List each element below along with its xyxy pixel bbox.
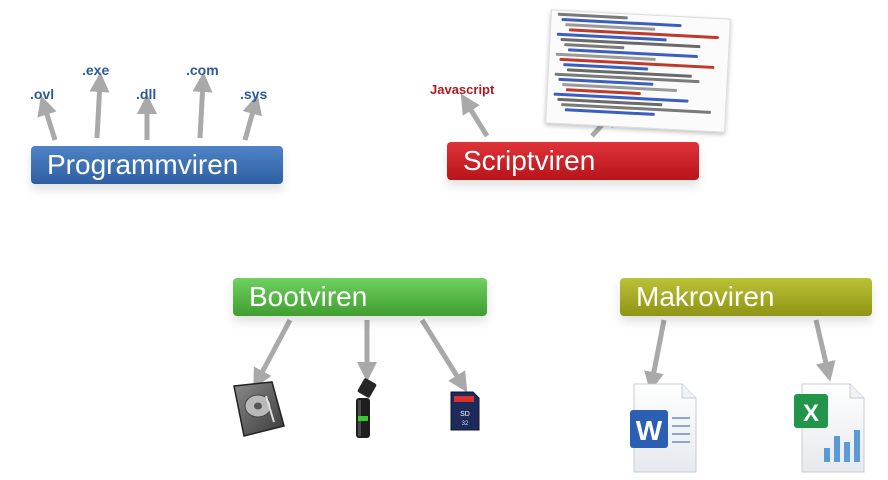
word-document-icon: W: [630, 383, 697, 473]
svg-text:X: X: [803, 400, 819, 427]
hard-drive-icon: [233, 381, 285, 437]
makroviren-box: Makroviren: [620, 278, 872, 316]
scriptviren-box: Scriptviren: [447, 142, 699, 180]
ext-exe-label: .exe: [82, 62, 110, 78]
makroviren-arrows: [644, 319, 836, 392]
javascript-label: Javascript: [430, 82, 495, 97]
programmviren-arrows: [37, 72, 262, 141]
ext-ovl-label: .ovl: [30, 86, 55, 102]
usb-stick-icon: [356, 378, 377, 438]
programmviren-box: Programmviren: [31, 146, 283, 184]
ext-com-label: .com: [186, 62, 219, 78]
code-listing-icon: [545, 9, 731, 133]
svg-text:SD: SD: [460, 411, 470, 418]
svg-text:32: 32: [462, 421, 469, 427]
svg-text:W: W: [636, 415, 663, 446]
bootviren-arrows: [253, 318, 468, 393]
excel-document-icon: X: [794, 383, 865, 473]
ext-sys-label: .sys: [240, 86, 268, 102]
bootviren-box: Bootviren: [233, 278, 487, 316]
sd-card-icon: SD 32: [450, 391, 480, 431]
ext-dll-label: .dll: [136, 86, 157, 102]
